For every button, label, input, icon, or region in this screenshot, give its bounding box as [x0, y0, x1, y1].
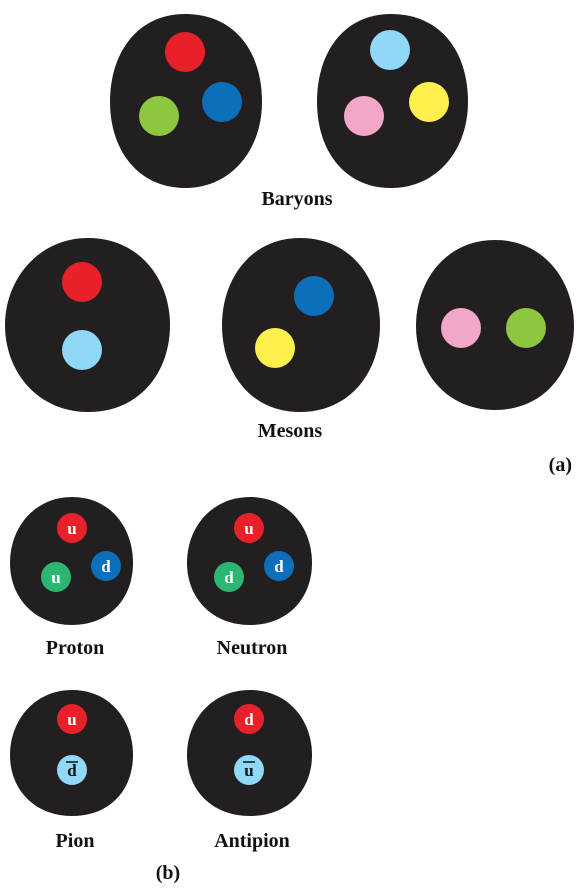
pion: u d	[10, 690, 133, 816]
svg-text:d: d	[67, 761, 77, 780]
svg-text:u: u	[244, 519, 253, 538]
quark-dot	[370, 30, 410, 70]
proton: u u d	[10, 497, 133, 625]
mesons-label: Mesons	[258, 420, 323, 442]
antipion-label: Antipion	[214, 830, 290, 852]
hadron-body	[10, 497, 133, 625]
quark-u: u	[41, 562, 71, 592]
quark-dot	[62, 262, 102, 302]
meson-1	[5, 238, 170, 412]
svg-text:d: d	[274, 557, 284, 576]
svg-text:d: d	[224, 568, 234, 587]
meson-3	[416, 240, 574, 410]
quark-d: d	[91, 551, 121, 581]
baryons-label: Baryons	[261, 188, 332, 210]
meson-2	[222, 238, 380, 412]
hadron-body	[416, 240, 574, 410]
panel-a-label: (a)	[549, 454, 572, 476]
panel-b: u u d Proton u d d	[10, 497, 312, 884]
quark-dot	[409, 82, 449, 122]
quark-dot	[441, 308, 481, 348]
neutron-label: Neutron	[217, 637, 288, 659]
neutron: u d d	[187, 497, 312, 625]
quark-dot	[139, 96, 179, 136]
quark-dot	[294, 276, 334, 316]
hadron-body	[10, 690, 133, 816]
quark-u: u	[57, 704, 87, 734]
svg-text:d: d	[244, 710, 254, 729]
quark-d: d	[214, 562, 244, 592]
quark-dot	[344, 96, 384, 136]
quark-dot	[506, 308, 546, 348]
quark-d: d	[234, 704, 264, 734]
quark-u: u	[57, 513, 87, 543]
panel-b-label: (b)	[156, 862, 180, 884]
quark-dot	[62, 330, 102, 370]
baryon-2	[317, 14, 468, 188]
panel-a: Baryons Mesons (a)	[5, 14, 574, 476]
hadron-body	[317, 14, 468, 188]
quark-anti-u: u	[234, 755, 264, 785]
hadron-body	[187, 497, 312, 625]
quark-dot	[202, 82, 242, 122]
svg-text:u: u	[67, 710, 76, 729]
svg-text:u: u	[67, 519, 76, 538]
svg-text:u: u	[51, 568, 60, 587]
antipion: d u	[187, 690, 312, 816]
svg-text:u: u	[244, 761, 253, 780]
hadron-body	[5, 238, 170, 412]
baryon-1	[110, 14, 262, 188]
svg-text:d: d	[101, 557, 111, 576]
quark-anti-d: d	[57, 755, 87, 785]
quark-u: u	[234, 513, 264, 543]
proton-label: Proton	[46, 637, 105, 659]
pion-label: Pion	[56, 830, 95, 852]
quark-dot	[255, 328, 295, 368]
hadron-body	[222, 238, 380, 412]
hadron-body	[187, 690, 312, 816]
quark-d: d	[264, 551, 294, 581]
quark-dot	[165, 32, 205, 72]
hadron-body	[110, 14, 262, 188]
